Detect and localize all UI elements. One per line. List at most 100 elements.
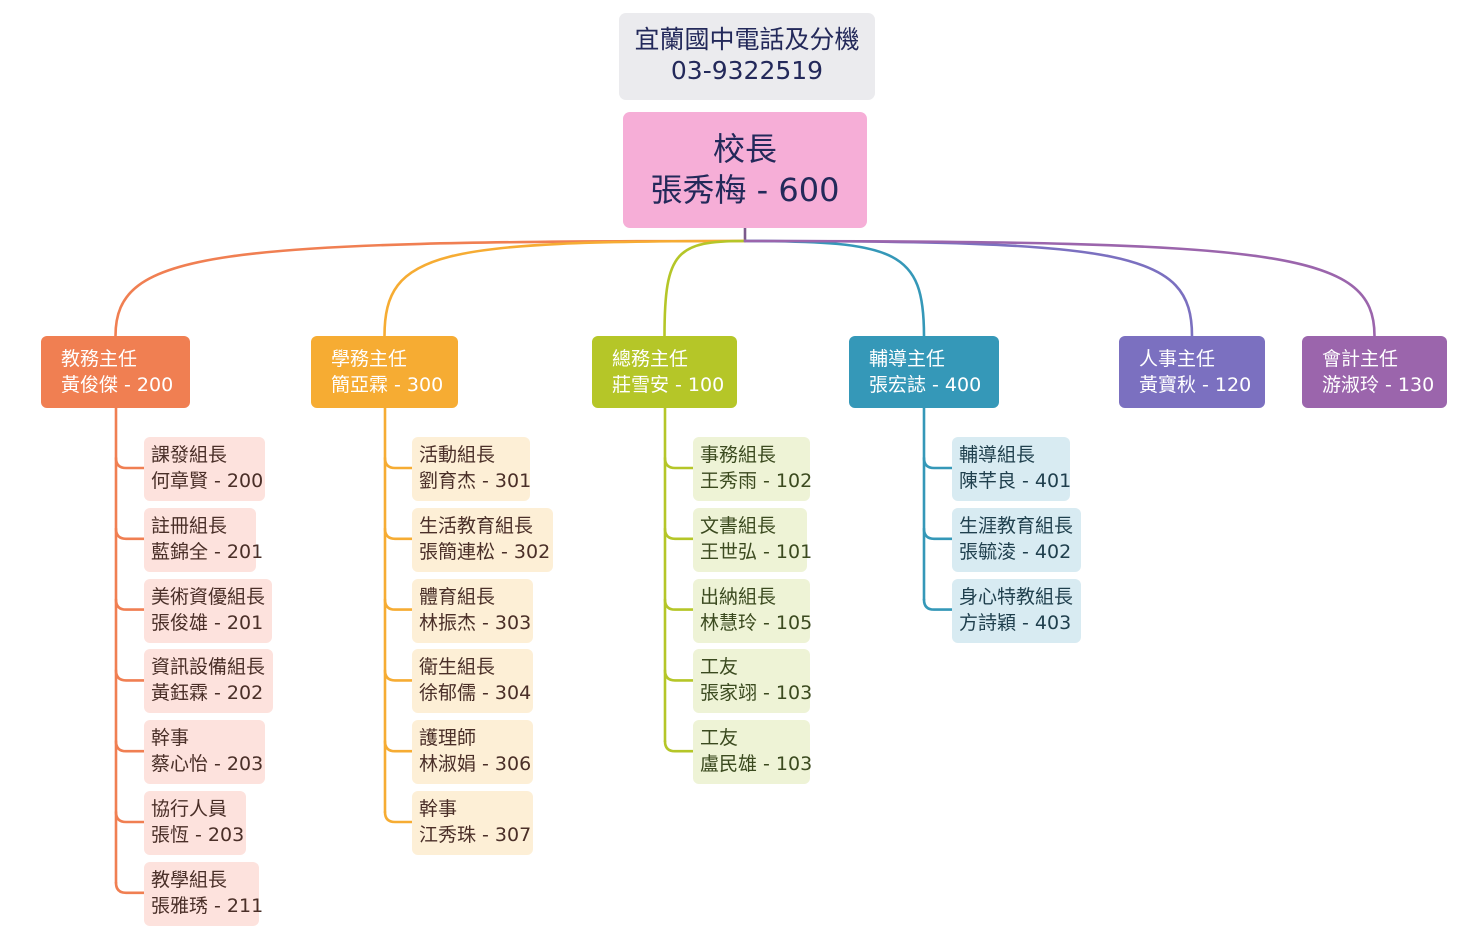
member-role: 美術資優組長 xyxy=(151,585,266,608)
branch-line-5 xyxy=(743,239,1194,338)
director-role: 輔導主任 xyxy=(869,348,946,370)
member-role: 生涯教育組長 xyxy=(959,514,1074,537)
chart-title-box: 宜蘭國中電話及分機 03-9322519 xyxy=(619,13,875,100)
director-node-4: 輔導主任張宏誌 - 400 xyxy=(849,336,999,408)
member-person: 張雅琇 - 211 xyxy=(151,894,264,917)
team-member-node: 協行人員張恆 - 203 xyxy=(144,791,246,855)
member-connector-line xyxy=(383,669,414,682)
director-person: 黃俊傑 - 200 xyxy=(61,374,174,396)
team-member-node: 出納組長林慧玲 - 105 xyxy=(693,578,812,643)
director-role: 教務主任 xyxy=(61,348,138,370)
team-member-node: 衛生組長徐郁儒 - 304 xyxy=(412,649,533,714)
member-person: 何章賢 - 200 xyxy=(151,470,264,492)
member-person: 黃鈺霖 - 202 xyxy=(151,682,264,705)
team-member-node: 資訊設備組長黃鈺霖 - 202 xyxy=(144,649,273,714)
member-connector-line xyxy=(663,598,695,611)
member-connector-line xyxy=(114,881,146,895)
team-member-node: 教學組長張雅琇 - 211 xyxy=(144,861,264,926)
member-connector-line xyxy=(922,598,954,611)
member-person: 張毓淩 - 402 xyxy=(959,540,1072,563)
team-member-node: 活動組長劉育杰 - 301 xyxy=(412,437,532,501)
member-person: 張恆 - 203 xyxy=(151,824,245,846)
member-role: 工友 xyxy=(700,656,739,679)
team-member-node: 課發組長何章賢 - 200 xyxy=(144,437,265,501)
member-connector-line xyxy=(383,527,414,541)
member-role: 資訊設備組長 xyxy=(151,656,266,679)
team-member-node: 護理師林淑娟 - 306 xyxy=(412,720,533,785)
director-person: 莊雪安 - 100 xyxy=(612,374,725,396)
team-member-node: 美術資優組長張俊雄 - 201 xyxy=(144,578,272,643)
director-role: 總務主任 xyxy=(612,348,689,370)
team-member-node: 文書組長王世弘 - 101 xyxy=(693,507,813,572)
member-role: 輔導組長 xyxy=(959,444,1036,466)
member-connector-line xyxy=(114,810,146,824)
director-node-1: 教務主任黃俊傑 - 200 xyxy=(41,336,190,408)
member-person: 林振杰 - 303 xyxy=(419,611,532,634)
team-member-node: 註冊組長藍錦全 - 201 xyxy=(144,507,264,572)
member-connector-line xyxy=(383,810,414,824)
team-member-node: 工友張家翊 - 103 xyxy=(693,649,813,714)
member-person: 林淑娟 - 306 xyxy=(419,753,532,776)
member-role: 協行人員 xyxy=(151,798,228,820)
director-role: 人事主任 xyxy=(1139,348,1216,370)
principal-role: 校長 xyxy=(712,130,777,168)
team-member-node: 輔導組長陳芊良 - 401 xyxy=(952,437,1072,501)
principal-node: 校長 張秀梅 - 600 xyxy=(623,112,867,228)
member-role: 生活教育組長 xyxy=(419,514,534,537)
team-member-node: 事務組長王秀雨 - 102 xyxy=(693,437,813,501)
director-person: 黃寶秋 - 120 xyxy=(1139,374,1252,396)
team-member-node: 幹事蔡心怡 - 203 xyxy=(144,720,265,785)
member-role: 教學組長 xyxy=(151,868,228,891)
member-person: 張俊雄 - 201 xyxy=(151,611,264,634)
member-role: 幹事 xyxy=(419,798,458,820)
director-role: 會計主任 xyxy=(1322,348,1399,370)
member-connector-line xyxy=(114,739,146,753)
member-person: 張家翊 - 103 xyxy=(700,682,813,705)
member-connector-line xyxy=(663,456,695,470)
member-role: 文書組長 xyxy=(700,514,777,537)
member-person: 王秀雨 - 102 xyxy=(700,470,813,492)
member-person: 劉育杰 - 301 xyxy=(419,470,532,492)
director-node-6: 會計主任游淑玲 - 130 xyxy=(1302,336,1447,408)
member-role: 課發組長 xyxy=(151,444,228,466)
director-person: 簡亞霖 - 300 xyxy=(331,374,444,396)
branch-line-3 xyxy=(663,239,747,338)
member-connector-line xyxy=(114,598,146,611)
school-phone: 03-9322519 xyxy=(670,56,824,85)
member-connector-line xyxy=(383,456,414,470)
member-person: 江秀珠 - 307 xyxy=(419,824,532,846)
director-person: 游淑玲 - 130 xyxy=(1322,374,1435,396)
team-member-node: 生涯教育組長張毓淩 - 402 xyxy=(952,507,1081,572)
director-node-5: 人事主任黃寶秋 - 120 xyxy=(1119,336,1265,408)
member-person: 藍錦全 - 201 xyxy=(151,540,264,563)
member-role: 註冊組長 xyxy=(151,514,228,537)
school-name: 宜蘭國中電話及分機 xyxy=(634,25,860,54)
team-member-node: 體育組長林振杰 - 303 xyxy=(412,578,533,643)
member-role: 事務組長 xyxy=(700,444,777,466)
branch-line-4 xyxy=(743,239,926,338)
member-role: 護理師 xyxy=(419,727,477,750)
member-person: 盧民雄 - 103 xyxy=(700,753,813,776)
branch-line-6 xyxy=(743,239,1376,338)
director-node-2: 學務主任簡亞霖 - 300 xyxy=(311,336,458,408)
member-role: 工友 xyxy=(700,727,739,750)
director-person: 張宏誌 - 400 xyxy=(869,374,982,396)
member-person: 張簡連松 - 302 xyxy=(419,540,551,563)
director-role: 學務主任 xyxy=(331,348,408,370)
member-connector-line xyxy=(383,739,414,753)
team-member-node: 身心特教組長方詩穎 - 403 xyxy=(952,578,1081,643)
member-connector-line xyxy=(114,527,146,541)
member-connector-line xyxy=(114,456,146,470)
member-person: 陳芊良 - 401 xyxy=(959,470,1072,492)
member-connector-line xyxy=(663,669,695,682)
member-role: 出納組長 xyxy=(700,585,777,608)
member-role: 身心特教組長 xyxy=(959,585,1074,608)
principal-person: 張秀梅 - 600 xyxy=(650,171,840,209)
member-connector-line xyxy=(922,456,954,470)
member-person: 王世弘 - 101 xyxy=(700,540,813,563)
member-person: 徐郁儒 - 304 xyxy=(419,682,532,705)
member-role: 活動組長 xyxy=(419,444,496,466)
team-member-node: 生活教育組長張簡連松 - 302 xyxy=(412,507,553,572)
member-connector-line xyxy=(922,527,954,541)
member-connector-line xyxy=(383,598,414,611)
